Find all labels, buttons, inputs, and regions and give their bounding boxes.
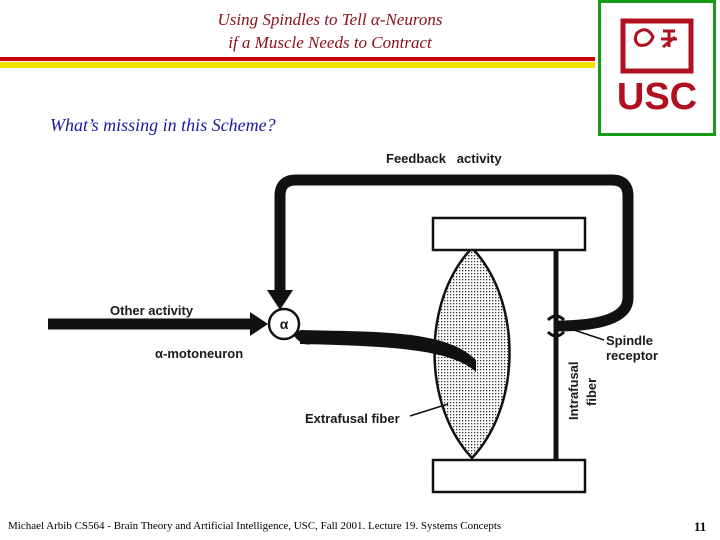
intrafusal-label-line-2: fiber bbox=[584, 378, 599, 406]
spindle-label-line-2: receptor bbox=[606, 348, 658, 363]
feedback-pathway bbox=[274, 174, 634, 332]
other-activity-arrowhead bbox=[250, 312, 268, 336]
logo-lamp-icon bbox=[633, 28, 655, 47]
alpha-neuron-node bbox=[267, 307, 301, 341]
header-rule-red bbox=[0, 57, 595, 61]
spindle-diagram: α Feedback activity Other activity α-mot… bbox=[48, 151, 658, 494]
page-number: 11 bbox=[694, 519, 707, 534]
title-line-2: if a Muscle Needs to Contract bbox=[228, 33, 432, 52]
logo-frame bbox=[620, 18, 694, 74]
header-rule-yellow bbox=[0, 62, 595, 68]
extrafusal-fiber-shape bbox=[433, 246, 511, 460]
footer-credit: Michael Arbib CS564 - Brain Theory and A… bbox=[8, 520, 502, 532]
upper-tendon-plate bbox=[431, 216, 587, 252]
title-line-1: Using Spindles to Tell α-Neurons bbox=[120, 8, 540, 31]
motoneuron-label: α-motoneuron bbox=[155, 346, 243, 361]
slide-subtitle: What’s missing in this Scheme? bbox=[50, 115, 276, 135]
extrafusal-fiber-label: Extrafusal fiber bbox=[305, 411, 400, 426]
spindle-label-leader bbox=[567, 327, 605, 341]
spindle-receptor-ending bbox=[546, 314, 566, 338]
usc-logo: USC bbox=[598, 0, 716, 136]
spindle-label-line-1: Spindle bbox=[606, 333, 653, 348]
usc-logo-graphic: USC bbox=[617, 18, 697, 118]
intrafusal-label-line-1: Intrafusal bbox=[566, 361, 581, 420]
slide-title: Using Spindles to Tell α-Neurons if a Mu… bbox=[120, 8, 540, 54]
alpha-symbol: α bbox=[370, 10, 380, 29]
logo-text: USC bbox=[617, 76, 697, 118]
lower-tendon-plate bbox=[431, 458, 587, 494]
feedback-activity-label: Feedback activity bbox=[386, 151, 502, 166]
title-text-start: Using Spindles to Tell bbox=[217, 10, 371, 29]
alpha-node-symbol: α bbox=[280, 316, 289, 332]
logo-figure-icon bbox=[661, 29, 677, 49]
motoneuron-axon bbox=[300, 330, 476, 372]
extrafusal-label-leader bbox=[409, 403, 449, 417]
feedback-arrowhead bbox=[267, 290, 293, 310]
title-text-end: -Neurons bbox=[379, 10, 443, 29]
other-activity-label: Other activity bbox=[110, 303, 194, 318]
